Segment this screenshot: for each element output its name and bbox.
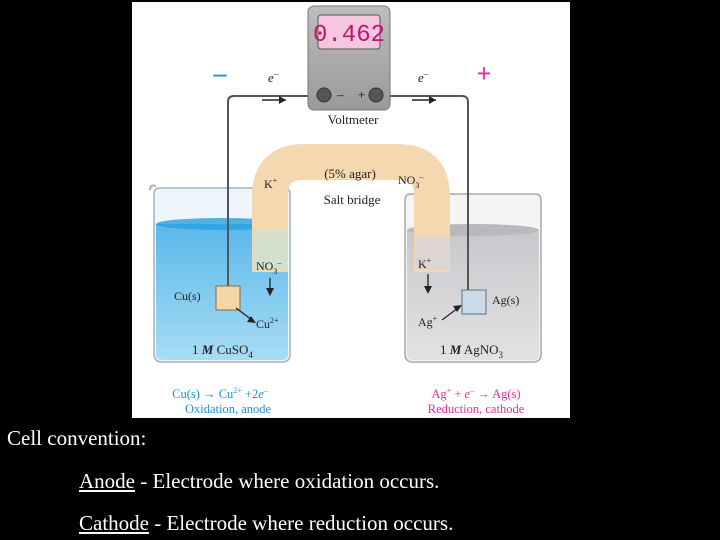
svg-text:+: + bbox=[358, 87, 365, 102]
right-bridge-ion: K+ bbox=[418, 256, 432, 271]
anode-definition: - Electrode where oxidation occurs. bbox=[135, 469, 440, 493]
salt-bridge-agar: (5% agar) bbox=[324, 166, 376, 181]
svg-text:–: – bbox=[336, 87, 344, 102]
left-bridge-ion: NO3– bbox=[256, 258, 282, 276]
voltmeter: 0.462 – + bbox=[307, 5, 391, 111]
cathode-half-reaction: Ag+ + e– → Ag(s) bbox=[431, 386, 520, 401]
right-solution-label: 1 M AgNO3 bbox=[440, 342, 504, 360]
voltmeter-label: Voltmeter bbox=[327, 112, 379, 127]
anode-process-label: Oxidation, anode bbox=[185, 402, 272, 416]
copper-electrode-label: Cu(s) bbox=[174, 289, 201, 303]
left-solution-label: 1 M CuSO4 bbox=[192, 342, 253, 360]
anode-term: Anode bbox=[79, 469, 135, 493]
salt-bridge-label: Salt bridge bbox=[324, 192, 381, 207]
caption-heading: Cell convention: bbox=[7, 426, 147, 450]
silver-electrode-label: Ag(s) bbox=[492, 293, 519, 307]
wire-right bbox=[386, 95, 469, 300]
electron-flow-right: e– bbox=[412, 69, 436, 104]
cathode-process-label: Reduction, cathode bbox=[428, 402, 525, 416]
wire-left bbox=[227, 95, 308, 298]
caption-cathode: Cathode - Electrode where reduction occu… bbox=[79, 511, 453, 536]
svg-text:e–: e– bbox=[268, 69, 279, 85]
anode-half-reaction: Cu(s) → Cu2+ +2e– bbox=[172, 386, 269, 401]
voltmeter-reading: 0.462 bbox=[313, 22, 385, 49]
cu2-ion: Cu2+ bbox=[256, 316, 279, 331]
voltmeter-positive-terminal bbox=[368, 87, 384, 103]
voltmeter-display bbox=[317, 14, 381, 50]
silver-electrode bbox=[461, 289, 487, 315]
copper-electrode bbox=[215, 285, 241, 311]
cathode-term: Cathode bbox=[79, 511, 149, 535]
anode-sign: – bbox=[213, 59, 228, 88]
electron-flow-left: e– bbox=[262, 69, 286, 104]
cathode-definition: - Electrode where reduction occurs. bbox=[148, 511, 454, 535]
caption-anode: Anode - Electrode where oxidation occurs… bbox=[79, 469, 439, 494]
salt-bridge bbox=[252, 144, 450, 272]
salt-bridge-anion: NO3– bbox=[398, 172, 424, 190]
galvanic-cell-figure: 0.462 – + Voltmeter – + e– e– (5% agar) … bbox=[132, 2, 570, 418]
salt-bridge-cation: K+ bbox=[264, 176, 278, 191]
voltmeter-negative-terminal bbox=[316, 87, 332, 103]
cathode-sign: + bbox=[477, 59, 492, 88]
ag-ion: Ag+ bbox=[418, 314, 438, 329]
svg-text:e–: e– bbox=[418, 69, 429, 85]
